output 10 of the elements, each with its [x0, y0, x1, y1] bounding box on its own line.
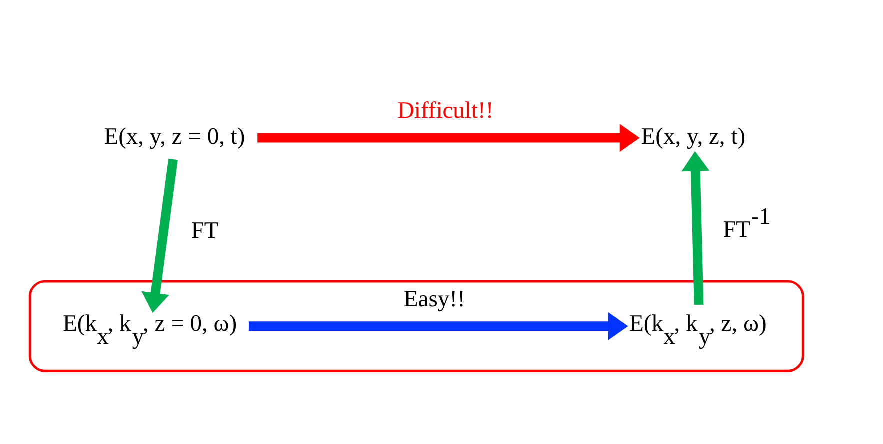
arrow: [248, 312, 628, 340]
edge-label: Easy!!: [403, 286, 465, 312]
arrow: [141, 158, 178, 313]
cluster: [28, 280, 804, 372]
edge-label: FT: [190, 218, 218, 244]
edge-label: Difficult!!: [396, 98, 494, 124]
node-text: E(x, y, z = 0, t): [104, 123, 245, 150]
node-text: E(x, y, z, t): [640, 123, 746, 150]
arrow: [257, 124, 640, 152]
arrow: [681, 150, 710, 305]
